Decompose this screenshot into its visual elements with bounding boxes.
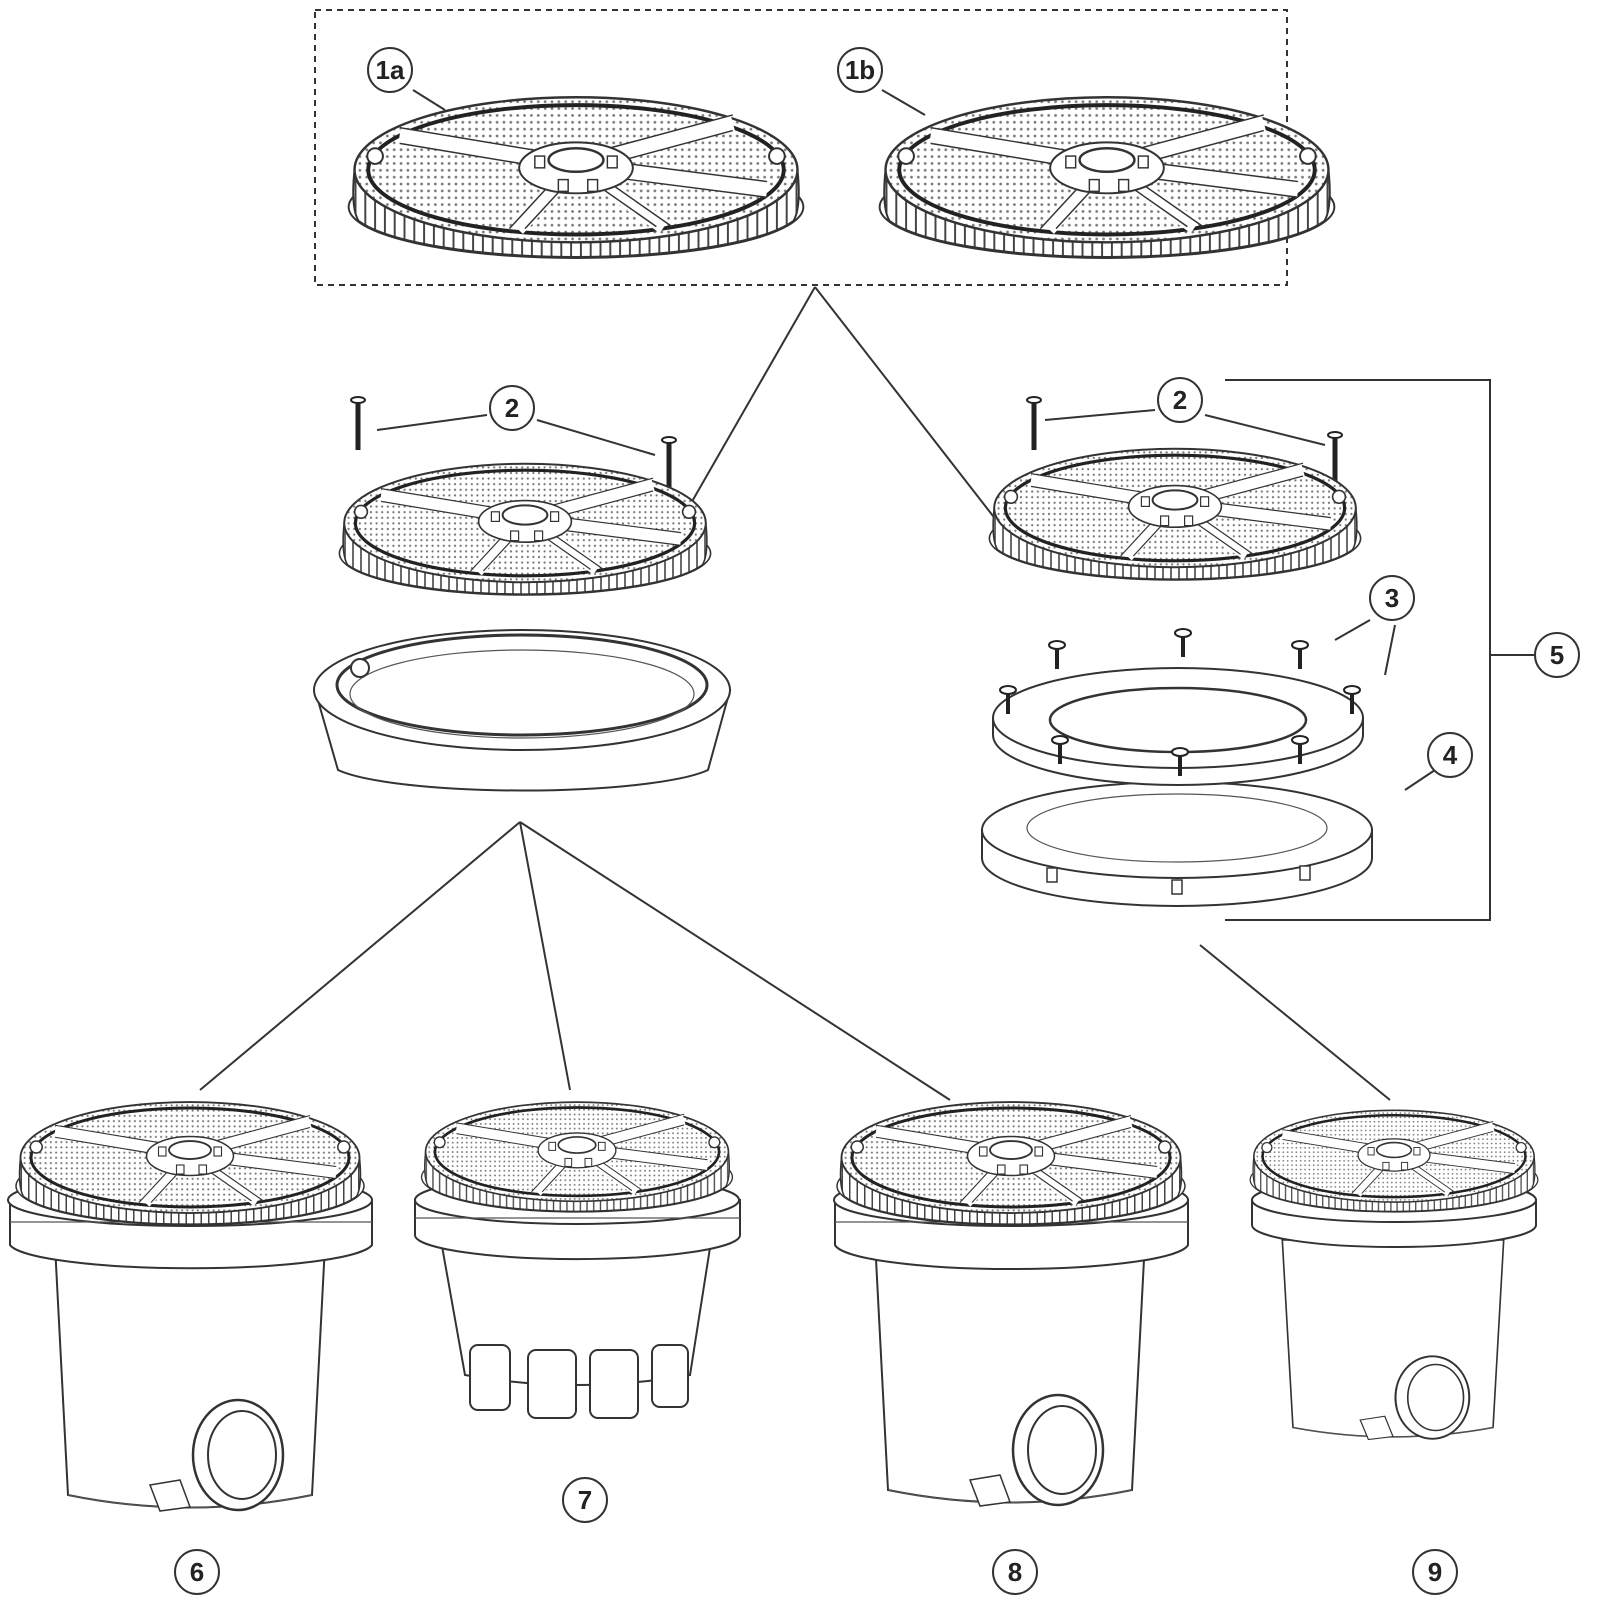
- svg-text:4: 4: [1443, 740, 1458, 770]
- callout-2-left: 2: [489, 385, 535, 431]
- screw-left-a: [351, 397, 365, 450]
- svg-text:9: 9: [1428, 1557, 1442, 1587]
- ring-4: [981, 781, 1373, 907]
- svg-text:6: 6: [190, 1557, 204, 1587]
- callout-4: 4: [1427, 732, 1473, 778]
- svg-text:8: 8: [1008, 1557, 1022, 1587]
- grate-options-box: [314, 9, 1288, 286]
- callout-5: 5: [1534, 632, 1580, 678]
- svg-text:1a: 1a: [376, 55, 405, 85]
- callout-1b: 1b: [837, 47, 883, 93]
- svg-text:1b: 1b: [845, 55, 875, 85]
- callout-1a: 1a: [367, 47, 413, 93]
- sump-unit-9: [1250, 1110, 1538, 1441]
- grate-1b-illustration: [880, 97, 1335, 258]
- screw-right-a: [1027, 397, 1041, 450]
- svg-text:5: 5: [1550, 640, 1564, 670]
- svg-text:7: 7: [578, 1485, 592, 1515]
- sump-unit-7: [414, 1102, 741, 1419]
- grate-middle-right: [989, 449, 1360, 580]
- flange-ring-3: [992, 667, 1364, 786]
- callout-8: 8: [992, 1549, 1038, 1595]
- callout-2-right: 2: [1157, 377, 1203, 423]
- callout-7: 7: [562, 1477, 608, 1523]
- svg-text:2: 2: [1173, 385, 1187, 415]
- callout-3: 3: [1369, 575, 1415, 621]
- svg-text:2: 2: [505, 393, 519, 423]
- callout-9: 9: [1412, 1549, 1458, 1595]
- callout-6: 6: [174, 1549, 220, 1595]
- screw-left-b: [662, 437, 676, 490]
- svg-text:3: 3: [1385, 583, 1399, 613]
- grate-middle-left: [339, 464, 710, 595]
- collar-ring: [313, 629, 732, 792]
- sump-unit-6: [7, 1102, 373, 1513]
- leader-lines: [199, 89, 1535, 1101]
- sump-unit-8: [834, 1102, 1188, 1508]
- grate-1a-illustration: [349, 97, 804, 258]
